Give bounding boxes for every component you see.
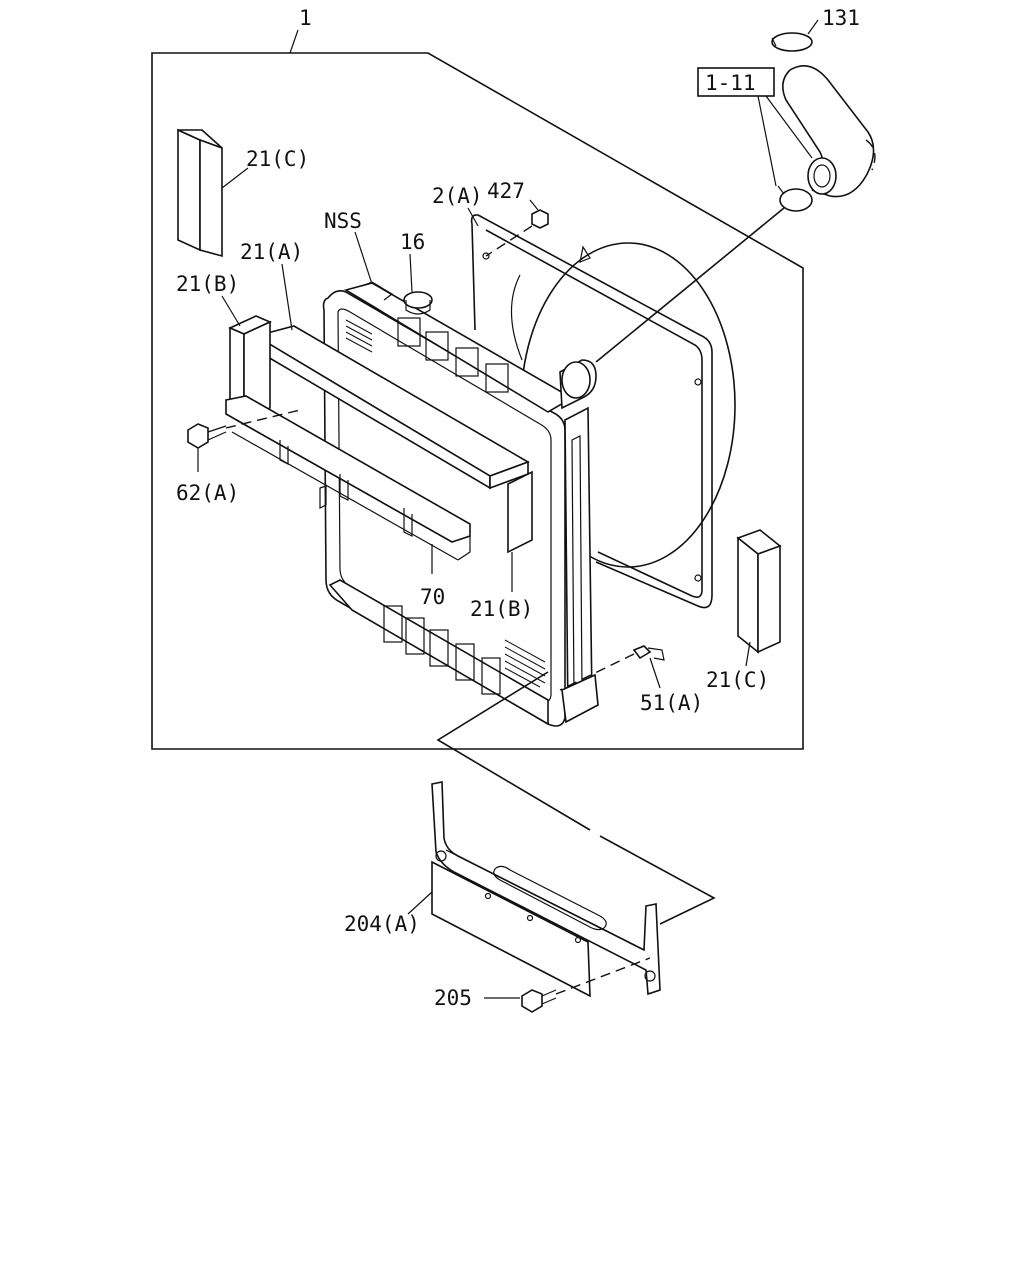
label-nss: NSS <box>324 209 362 233</box>
leader-lines <box>197 19 819 999</box>
bracket-70 <box>225 395 471 561</box>
seal-21b-left <box>228 315 272 422</box>
seal-21b-right <box>507 470 533 554</box>
radiator-core <box>319 281 599 727</box>
label-hose-clamp: 131 <box>822 6 860 30</box>
label-nut-427: 427 <box>487 179 525 203</box>
label-bolt-205: 205 <box>434 986 472 1010</box>
seal-21c-right <box>736 529 782 654</box>
label-drain-51a: 51(A) <box>640 691 703 715</box>
label-seal-21c-right: 21(C) <box>706 668 769 692</box>
label-assembly: 1 <box>299 6 312 30</box>
label-bracket-70: 70 <box>420 585 445 609</box>
label-shroud-2a: 2(A) <box>432 184 483 208</box>
drain-cock-51a <box>559 645 665 691</box>
nut-427 <box>485 209 549 257</box>
label-support-204a: 204(A) <box>344 912 420 936</box>
bolt-205 <box>521 957 651 1013</box>
alignment-lines <box>436 207 785 925</box>
label-seal-21b-right: 21(B) <box>470 597 533 621</box>
assembly-frame <box>151 52 804 750</box>
upper-hose <box>782 64 876 198</box>
support-204a <box>431 781 661 998</box>
hose-clamp-131 <box>771 32 813 52</box>
label-seal-21b-left: 21(B) <box>176 272 239 296</box>
hose-clamp-lower <box>777 185 813 212</box>
label-seal-21c-top: 21(C) <box>246 147 309 171</box>
reference-box-1-11 <box>697 67 775 97</box>
label-bolt-62a: 62(A) <box>176 481 239 505</box>
label-cap-16: 16 <box>400 230 425 254</box>
seal-21c-top <box>177 128 223 258</box>
label-seal-21a: 21(A) <box>240 240 303 264</box>
bolt-62a <box>187 409 301 449</box>
label-hose-ref: 1-11 <box>705 71 756 95</box>
